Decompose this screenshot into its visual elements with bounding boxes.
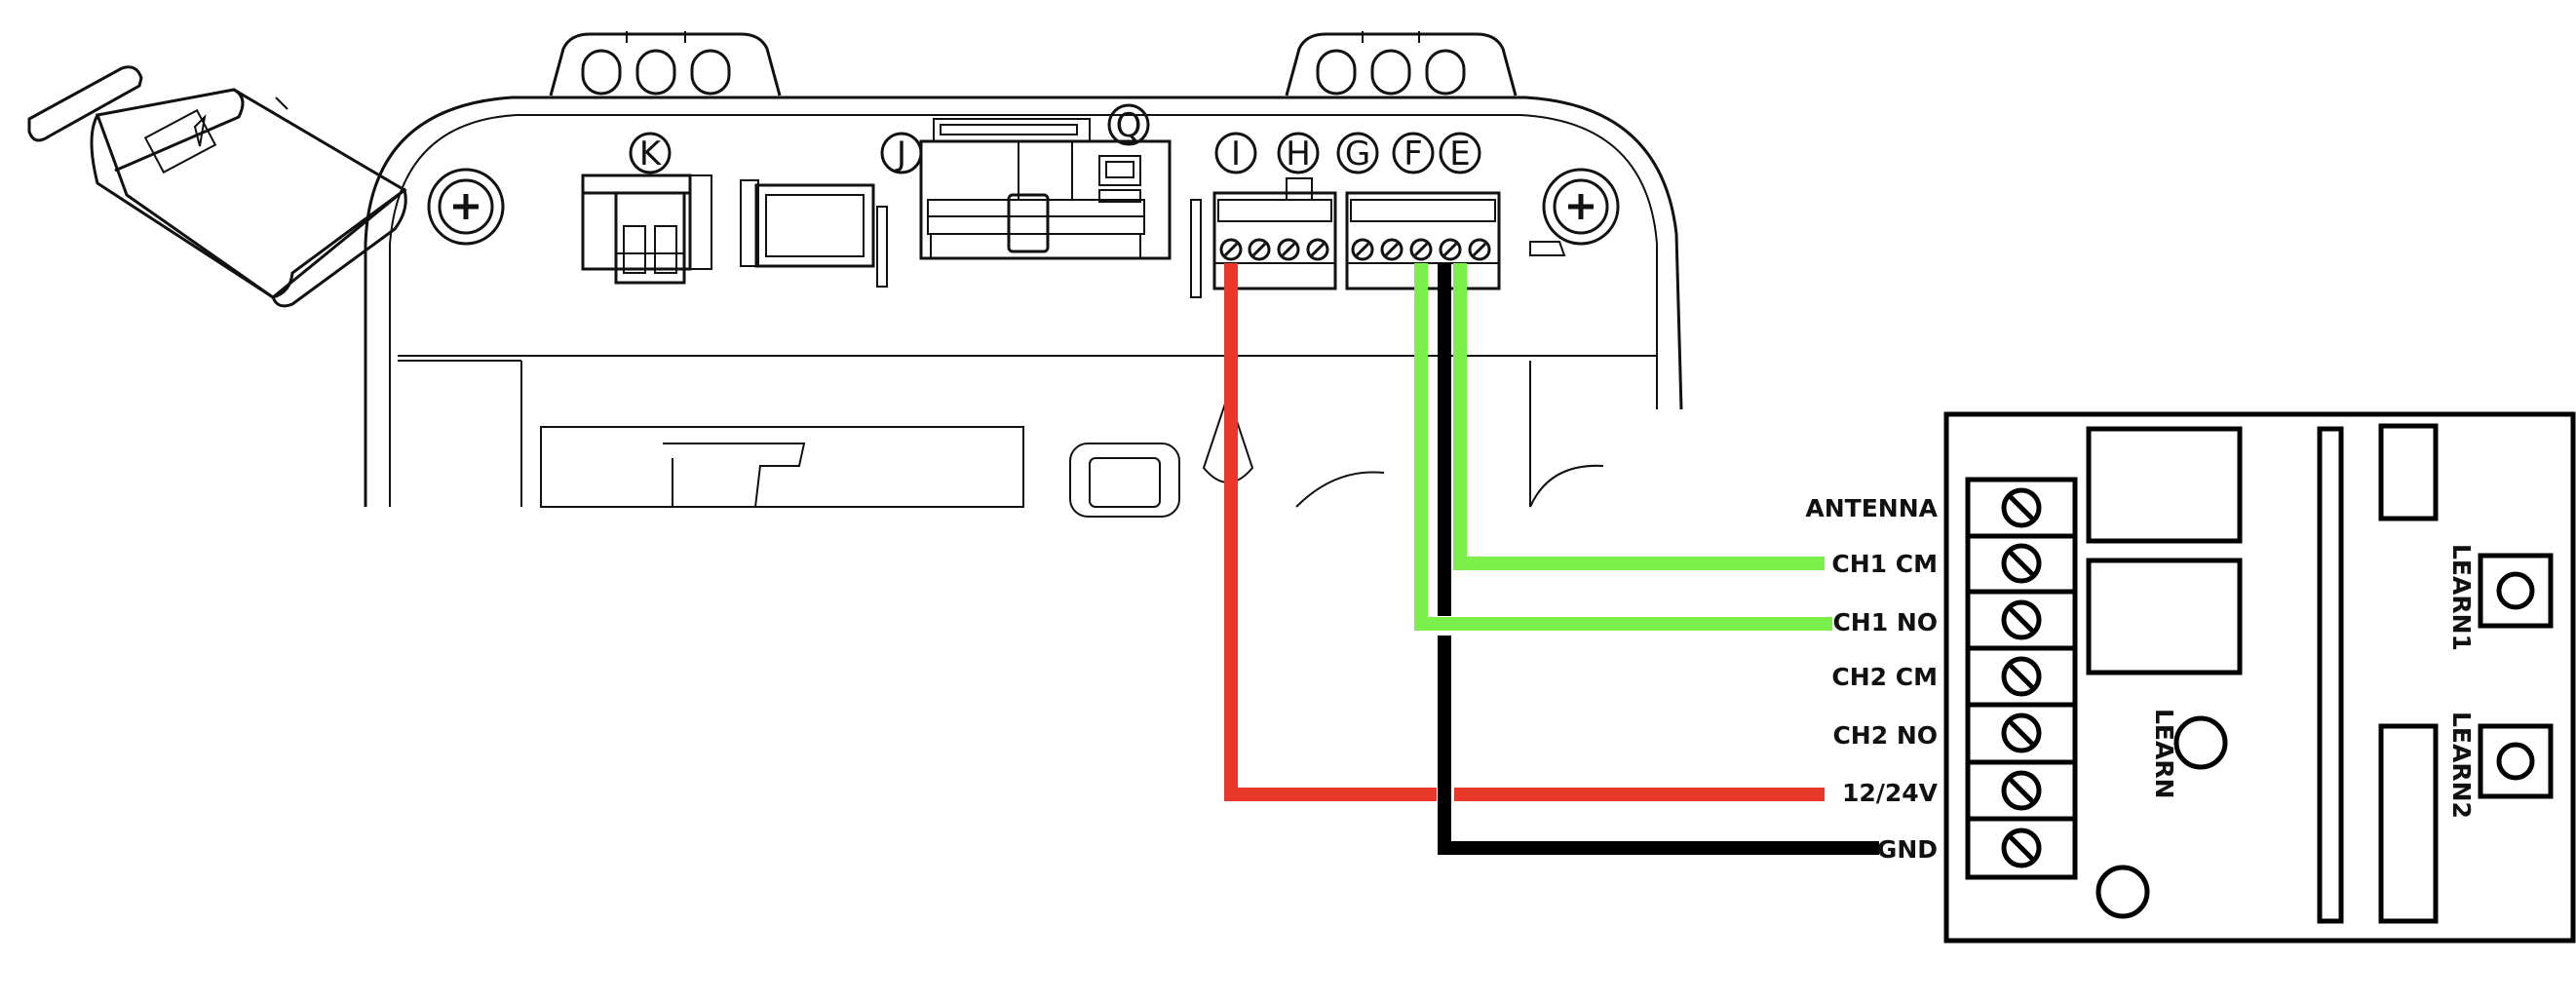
screw-right-icon bbox=[1542, 168, 1620, 246]
mounting-ear-right bbox=[1285, 31, 1518, 96]
connector-g-label: G bbox=[1345, 135, 1370, 173]
connector-h-label: H bbox=[1286, 135, 1311, 173]
receiver-module: LEARN LEARN1 LEARN2 bbox=[1943, 411, 2576, 944]
terminal-label-ch2-cm: CH2 CM bbox=[1831, 663, 1938, 691]
controller-board: K J Q bbox=[27, 31, 1683, 518]
terminal-block-g-e: G F E bbox=[1336, 132, 1501, 290]
wires bbox=[1224, 263, 1879, 855]
terminal-label-gnd: GND bbox=[1877, 835, 1938, 864]
learn2-label: LEARN2 bbox=[2447, 712, 2476, 819]
housing-outline bbox=[364, 96, 1683, 507]
learn-label: LEARN bbox=[2150, 709, 2178, 799]
relay-2 bbox=[2086, 558, 2243, 675]
receiver-terminal-screws bbox=[1968, 487, 2075, 868]
connector-j-label: J bbox=[895, 135, 906, 173]
connector-e-label: E bbox=[1449, 135, 1470, 173]
connector-k-label: K bbox=[639, 135, 663, 173]
terminal-label-12-24v: 12/24V bbox=[1842, 779, 1939, 807]
relay-1 bbox=[2086, 426, 2243, 544]
learn1-label: LEARN1 bbox=[2447, 544, 2476, 651]
terminal-label-ch1-no: CH1 NO bbox=[1832, 608, 1938, 636]
indicator-led bbox=[2095, 865, 2150, 919]
connector-k: K bbox=[581, 132, 712, 285]
wire-black-gnd-lower bbox=[1438, 636, 1879, 855]
connector-q: Q bbox=[919, 103, 1172, 260]
mounting-ear-left bbox=[549, 31, 782, 96]
connector-f-label: F bbox=[1403, 135, 1423, 173]
terminal-label-antenna: ANTENNA bbox=[1805, 494, 1938, 522]
learn1-button[interactable] bbox=[2478, 553, 2554, 629]
connector-i-label: I bbox=[1231, 135, 1241, 173]
receiver-outline bbox=[1943, 411, 2576, 944]
wire-green-ch1-cm bbox=[1453, 263, 1825, 570]
terminal-label-ch2-no: CH2 NO bbox=[1832, 721, 1938, 750]
terminal-labels: ANTENNA CH1 CM CH1 NO CH2 CM CH2 NO 12/2… bbox=[1805, 494, 1938, 864]
learn-button[interactable] bbox=[2173, 715, 2228, 770]
battery-icon bbox=[27, 65, 407, 308]
wire-green-ch1-no bbox=[1414, 263, 1832, 631]
wire-red-12-24v bbox=[1224, 263, 1825, 801]
screw-left-icon bbox=[427, 168, 505, 246]
terminal-block-i-h: I H bbox=[1190, 132, 1337, 298]
terminal-label-ch1-cm: CH1 CM bbox=[1831, 550, 1938, 578]
learn2-button[interactable] bbox=[2478, 723, 2554, 799]
connector-q-label: Q bbox=[1116, 106, 1142, 145]
connector-j: J bbox=[740, 132, 923, 288]
